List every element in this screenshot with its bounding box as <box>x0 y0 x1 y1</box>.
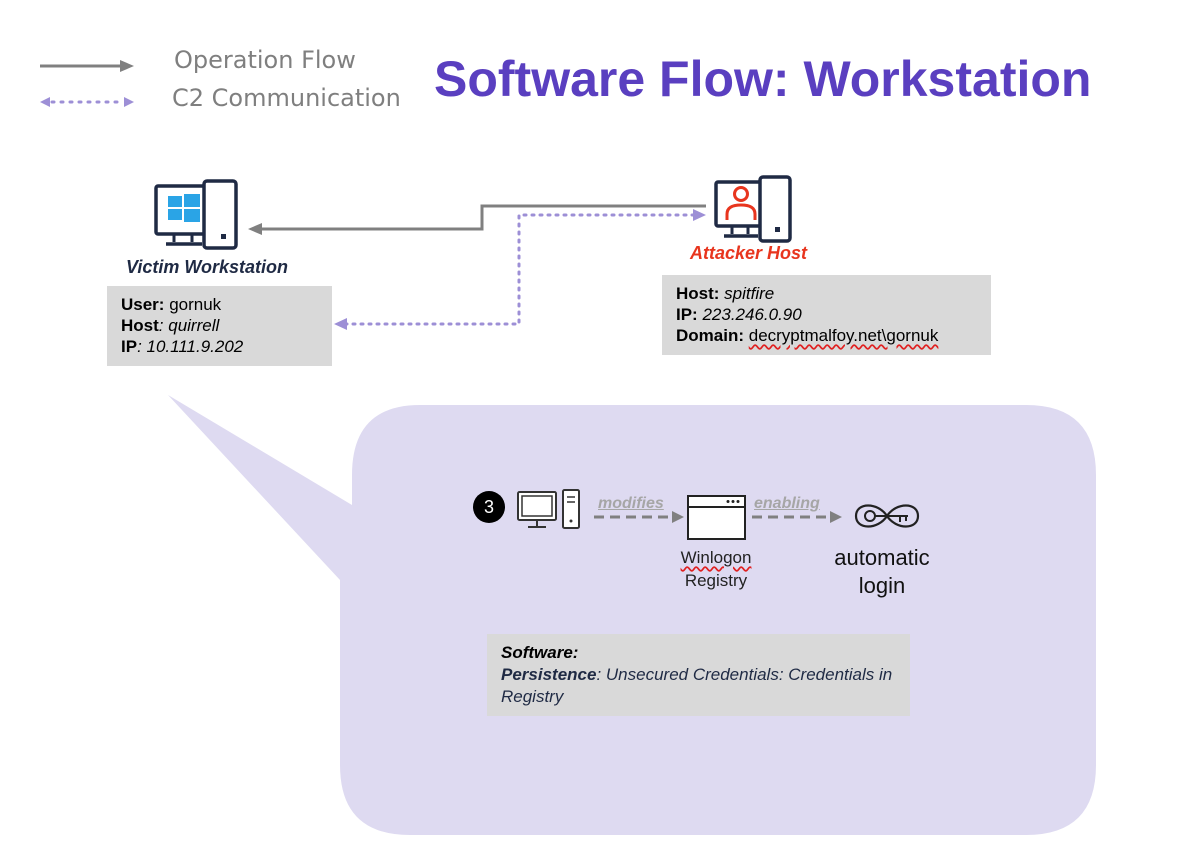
victim-host-key: Host <box>121 316 159 335</box>
enabling-arrow <box>752 511 842 523</box>
software-heading: Software: <box>501 643 579 662</box>
victim-ip-row: IP: 10.111.9.202 <box>121 336 318 357</box>
attacker-host-value: spitfire <box>719 284 775 303</box>
attacker-monitor-icon <box>714 175 792 243</box>
page-title: Software Flow: Workstation <box>434 51 1092 107</box>
software-info-box: Software: Persistence: Unsecured Credent… <box>487 634 910 716</box>
software-detail: Persistence: Unsecured Credentials: Cred… <box>501 664 896 708</box>
step-number-badge: 3 <box>473 491 505 523</box>
attacker-domain-row: Domain: decryptmalfoy.net\gornuk <box>676 325 977 346</box>
winlogon-registry-label: Winlogon Registry <box>662 546 770 592</box>
victim-host-sep: : <box>158 316 169 335</box>
victim-workstation-label: Victim Workstation <box>126 257 289 277</box>
victim-host-row: Host: quirrell <box>121 315 318 336</box>
winlogon-label: Winlogon <box>680 548 752 567</box>
operation-flow-legend-arrow <box>40 60 134 72</box>
attacker-domain-key: Domain: <box>676 326 744 345</box>
victim-ip-value: : 10.111.9.202 <box>137 337 244 356</box>
attacker-ip-key: IP: <box>676 305 698 324</box>
attacker-host-row: Host: spitfire <box>676 283 977 304</box>
attacker-ip-row: IP: 223.246.0.90 <box>676 304 977 325</box>
window-icon <box>687 495 746 540</box>
desktop-computer-icon <box>517 489 580 529</box>
victim-host-value: quirrell <box>168 316 220 335</box>
attacker-info-box: Host: spitfire IP: 223.246.0.90 Domain: … <box>662 275 991 355</box>
attacker-domain-value: decryptmalfoy.net\gornuk <box>748 326 939 345</box>
edge-enabling-label: enabling <box>754 495 820 512</box>
edge-modifies-label: modifies <box>598 495 664 512</box>
software-technique: : Unsecured Credentials: Credentials in … <box>501 665 893 706</box>
key-infinity-icon <box>854 504 920 528</box>
modifies-arrow <box>594 511 684 523</box>
attacker-ip-value: 223.246.0.90 <box>697 305 802 324</box>
c2-legend-arrow <box>40 97 134 107</box>
attacker-host-label: Attacker Host <box>690 243 808 263</box>
automatic-label: automatic <box>834 545 930 570</box>
legend-c2-label: C2 Communication <box>172 84 401 112</box>
login-label: login <box>858 573 906 598</box>
automatic-login-label: automatic login <box>818 544 946 600</box>
victim-info-box: User: gornuk Host: quirrell IP: 10.111.9… <box>107 286 332 366</box>
legend-operation-flow-label: Operation Flow <box>174 46 356 74</box>
windows-workstation-icon <box>154 179 238 250</box>
attacker-host-key: Host: <box>676 284 720 303</box>
victim-user-row: User: gornuk <box>121 294 318 315</box>
software-tactic: Persistence <box>501 665 597 684</box>
registry-label: Registry <box>684 571 748 590</box>
step-number: 3 <box>484 497 494 517</box>
victim-user-value: gornuk <box>164 295 222 314</box>
victim-user-key: User: <box>121 295 165 314</box>
victim-ip-key: IP <box>121 337 138 356</box>
